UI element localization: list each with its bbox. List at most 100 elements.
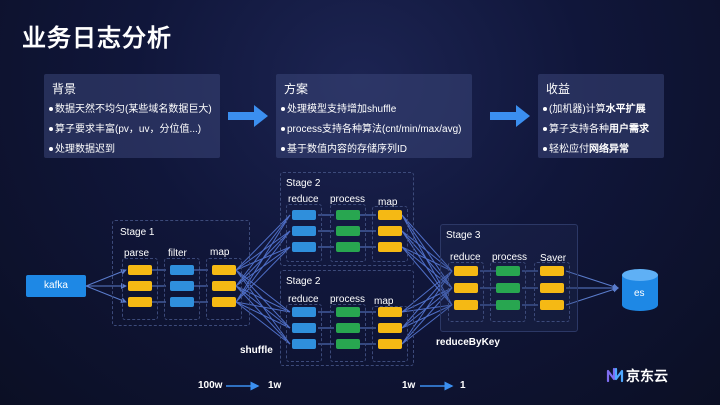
col-label: process bbox=[330, 194, 366, 205]
task-cell bbox=[292, 242, 316, 252]
stage3-box bbox=[440, 224, 578, 332]
task-cell bbox=[496, 283, 520, 293]
task-cell bbox=[170, 265, 194, 275]
reduce-by-key-links bbox=[401, 214, 453, 345]
task-cell bbox=[170, 297, 194, 307]
stage3-col bbox=[490, 262, 526, 322]
section-line: 轻松应付网络异常 bbox=[543, 140, 629, 155]
task-cell bbox=[378, 323, 402, 333]
task-cell bbox=[336, 323, 360, 333]
col-label: process bbox=[330, 294, 366, 305]
col-label: reduce bbox=[288, 294, 319, 305]
task-cell bbox=[540, 300, 564, 310]
stage3-links bbox=[480, 270, 538, 306]
section-background: 背景 数据天然不均匀(某些域名数据巨大) 算子要求丰富(pv，uv，分位值...… bbox=[44, 74, 220, 158]
stage2b-col bbox=[372, 306, 408, 362]
section-line: process支持各种算法(cnt/min/max/avg) bbox=[281, 120, 461, 135]
highlight-text: 水平扩展 bbox=[605, 104, 646, 115]
stage1-label: Stage 1 bbox=[120, 227, 155, 238]
kafka-links bbox=[85, 269, 127, 303]
line-text: 数据天然不均匀(某些域名数据巨大) bbox=[55, 104, 212, 115]
bullet-icon bbox=[281, 127, 285, 132]
line-text: 算子要求丰富(pv，uv，分位值...) bbox=[55, 124, 202, 135]
stage1-col-map bbox=[206, 258, 242, 320]
task-cell bbox=[292, 226, 316, 236]
shuffle-label: shuffle bbox=[240, 345, 273, 356]
line-text: (加机器)计算水平扩展 bbox=[549, 104, 646, 115]
stage2a-col bbox=[330, 204, 366, 262]
highlight-text: 网络异常 bbox=[589, 144, 629, 155]
col-label: Saver bbox=[540, 253, 567, 264]
task-cell bbox=[378, 210, 402, 220]
line-text: 处理数据迟到 bbox=[55, 144, 115, 155]
task-cell bbox=[496, 266, 520, 276]
task-cell bbox=[336, 242, 360, 252]
section-arrow-2 bbox=[490, 105, 530, 127]
es-links bbox=[565, 270, 619, 306]
task-cell bbox=[336, 210, 360, 220]
stage1-col-filter bbox=[164, 258, 200, 320]
line-text: 轻松应付网络异常 bbox=[549, 144, 629, 155]
task-cell bbox=[540, 266, 564, 276]
task-cell bbox=[212, 297, 236, 307]
task-cell bbox=[454, 266, 478, 276]
stage2a-label: Stage 2 bbox=[286, 178, 321, 189]
line-text: 基于数值内容的存储序列ID bbox=[287, 144, 407, 155]
task-cell bbox=[292, 307, 316, 317]
col-label: reduce bbox=[288, 194, 319, 205]
task-cell bbox=[292, 339, 316, 349]
scale1-from: 100w bbox=[198, 380, 223, 391]
task-cell bbox=[170, 281, 194, 291]
col-label: map bbox=[210, 247, 230, 258]
shuffle-links bbox=[235, 214, 291, 345]
task-cell bbox=[454, 300, 478, 310]
section-line: (加机器)计算水平扩展 bbox=[543, 100, 646, 115]
stage3-col bbox=[448, 262, 484, 322]
reduce-by-key-label: reduceByKey bbox=[436, 337, 500, 348]
scale1-to: 1w bbox=[268, 380, 282, 391]
section-title: 收益 bbox=[546, 82, 571, 96]
highlight-text: 用户需求 bbox=[609, 124, 649, 135]
col-label: parse bbox=[124, 248, 150, 259]
task-cell bbox=[540, 283, 564, 293]
task-cell bbox=[378, 226, 402, 236]
stage1-links bbox=[152, 269, 208, 303]
page-title: 业务日志分析 bbox=[22, 25, 172, 52]
task-cell bbox=[378, 307, 402, 317]
section-title: 方案 bbox=[284, 82, 309, 96]
scale2-to: 1 bbox=[460, 380, 466, 391]
task-cell bbox=[128, 281, 152, 291]
stage2a-col bbox=[372, 206, 408, 262]
task-cell bbox=[292, 210, 316, 220]
section-title: 背景 bbox=[52, 82, 77, 96]
stage1-box bbox=[112, 220, 250, 326]
task-cell bbox=[336, 339, 360, 349]
stage1-col-parse bbox=[122, 258, 158, 320]
col-label: process bbox=[492, 252, 528, 263]
bullet-icon bbox=[49, 107, 53, 112]
stage2b-col bbox=[330, 304, 366, 362]
task-cell bbox=[336, 307, 360, 317]
task-cell bbox=[292, 323, 316, 333]
bullet-icon bbox=[49, 127, 53, 132]
task-cell bbox=[454, 283, 478, 293]
scale2-from: 1w bbox=[402, 380, 416, 391]
bullet-icon bbox=[281, 147, 285, 152]
col-label: reduce bbox=[450, 252, 481, 263]
col-label: map bbox=[374, 296, 394, 307]
stage3-label: Stage 3 bbox=[446, 230, 481, 241]
bullet-icon bbox=[49, 147, 53, 152]
section-line: 数据天然不均匀(某些域名数据巨大) bbox=[49, 100, 212, 115]
task-cell bbox=[378, 339, 402, 349]
section-line: 基于数值内容的存储序列ID bbox=[281, 140, 407, 155]
section-line: 处理数据迟到 bbox=[49, 140, 115, 155]
stage3-col bbox=[534, 262, 570, 322]
col-label: filter bbox=[168, 248, 187, 259]
task-cell bbox=[336, 226, 360, 236]
bullet-icon bbox=[543, 147, 547, 152]
section-arrow-1 bbox=[228, 105, 268, 127]
jdcloud-logo-icon bbox=[606, 367, 624, 383]
section-line: 算子要求丰富(pv，uv，分位值...) bbox=[49, 120, 201, 135]
brand-logo-text: 京东云 bbox=[626, 368, 668, 384]
